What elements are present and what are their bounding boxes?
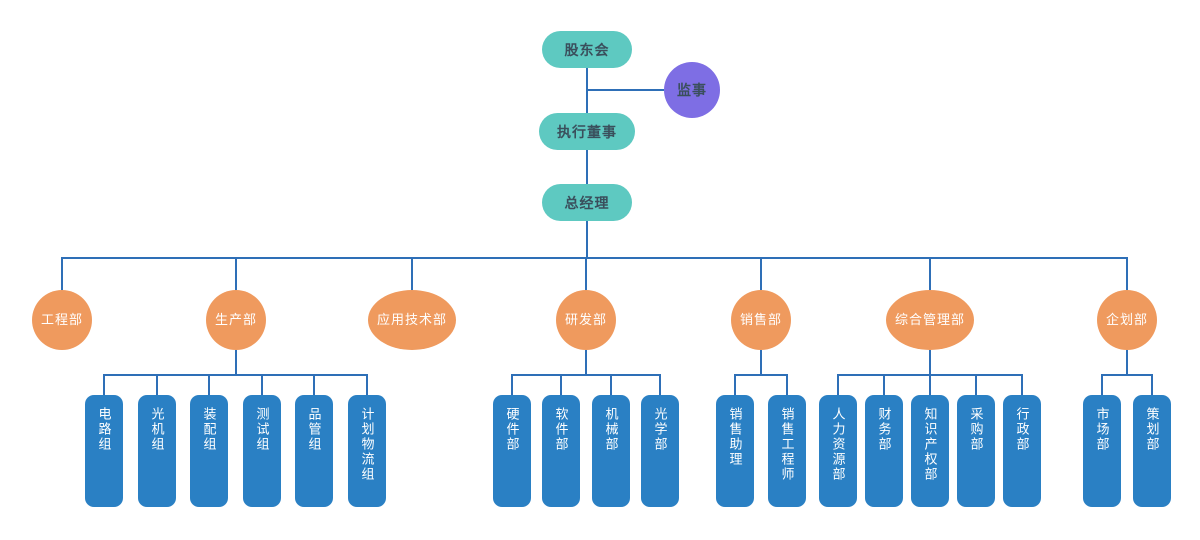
connector-line	[760, 257, 762, 290]
connector-line	[235, 350, 237, 374]
node-label: 销售部	[739, 311, 782, 327]
node-dept-rnd: 研发部	[556, 290, 616, 350]
node-shareholders-meeting: 股东会	[542, 31, 632, 68]
node-label: 行政部	[1014, 407, 1030, 452]
connector-line	[1151, 374, 1153, 395]
connector-line	[313, 374, 315, 395]
connector-line	[837, 374, 839, 395]
node-label: 综合管理部	[894, 311, 965, 327]
node-label: 计划物流组	[359, 407, 375, 482]
node-group-circuit: 电路组	[85, 395, 123, 507]
connector-line	[61, 257, 63, 290]
node-label: 销售助理	[727, 407, 743, 467]
node-dept-hardware: 硬件部	[493, 395, 531, 507]
connector-line	[610, 374, 612, 395]
node-dept-strategy: 策划部	[1133, 395, 1171, 507]
node-role-sales-engineer: 销售工程师	[768, 395, 806, 507]
connector-line	[103, 374, 368, 376]
node-dept-production: 生产部	[206, 290, 266, 350]
node-label: 测试组	[254, 407, 270, 452]
node-label: 策划部	[1144, 407, 1160, 452]
connector-line	[1126, 257, 1128, 290]
node-dept-engineering: 工程部	[32, 290, 92, 350]
node-dept-mechanical: 机械部	[592, 395, 630, 507]
node-dept-human-resources: 人力资源部	[819, 395, 857, 507]
node-label: 股东会	[564, 41, 610, 58]
node-label: 生产部	[214, 311, 257, 327]
node-general-manager: 总经理	[542, 184, 632, 221]
connector-line	[929, 350, 931, 374]
connector-line	[511, 374, 513, 395]
connector-line	[659, 374, 661, 395]
connector-line	[760, 350, 762, 374]
node-label: 人力资源部	[830, 407, 846, 482]
node-label: 财务部	[876, 407, 892, 452]
connector-line	[929, 257, 931, 290]
node-label: 机械部	[603, 407, 619, 452]
node-label: 工程部	[40, 311, 83, 327]
node-dept-general-management: 综合管理部	[886, 290, 974, 350]
connector-line	[929, 374, 931, 395]
node-label: 装配组	[201, 407, 217, 452]
connector-line	[411, 257, 413, 290]
node-label: 品管组	[306, 407, 322, 452]
connector-line	[786, 374, 788, 395]
node-dept-optics: 光学部	[641, 395, 679, 507]
node-dept-procurement: 采购部	[957, 395, 995, 507]
node-label: 采购部	[968, 407, 984, 452]
node-group-optical-machine: 光机组	[138, 395, 176, 507]
node-label: 光机组	[149, 407, 165, 452]
node-label: 企划部	[1105, 311, 1148, 327]
connector-line	[1101, 374, 1103, 395]
connector-line	[366, 374, 368, 395]
connector-line	[1126, 350, 1128, 374]
node-dept-software: 软件部	[542, 395, 580, 507]
node-dept-sales: 销售部	[731, 290, 791, 350]
connector-line	[103, 374, 105, 395]
node-group-planning-logistics: 计划物流组	[348, 395, 386, 507]
node-group-testing: 测试组	[243, 395, 281, 507]
connector-line	[734, 374, 788, 376]
connector-line	[61, 257, 1128, 259]
connector-line	[261, 374, 263, 395]
node-label: 应用技术部	[376, 311, 447, 327]
connector-line	[208, 374, 210, 395]
node-executive-director: 执行董事	[539, 113, 635, 150]
node-dept-administration: 行政部	[1003, 395, 1041, 507]
node-group-assembly: 装配组	[190, 395, 228, 507]
node-dept-intellectual-property: 知识产权部	[911, 395, 949, 507]
connector-line	[1101, 374, 1153, 376]
node-label: 销售工程师	[779, 407, 795, 482]
node-dept-applied-technology: 应用技术部	[368, 290, 456, 350]
node-label: 监事	[677, 82, 707, 98]
connector-line	[586, 221, 588, 257]
connector-line	[734, 374, 736, 395]
node-dept-marketing: 市场部	[1083, 395, 1121, 507]
node-label: 硬件部	[504, 407, 520, 452]
connector-line	[586, 150, 588, 184]
node-label: 研发部	[564, 311, 607, 327]
connector-line	[1021, 374, 1023, 395]
node-label: 知识产权部	[922, 407, 938, 482]
node-label: 电路组	[96, 407, 112, 452]
connector-line	[975, 374, 977, 395]
node-dept-planning: 企划部	[1097, 290, 1157, 350]
node-label: 软件部	[553, 407, 569, 452]
node-role-sales-assistant: 销售助理	[716, 395, 754, 507]
node-label: 市场部	[1094, 407, 1110, 452]
node-group-quality-control: 品管组	[295, 395, 333, 507]
node-supervisor: 监事	[664, 62, 720, 118]
connector-line	[511, 374, 661, 376]
node-label: 总经理	[564, 194, 610, 211]
connector-line	[585, 257, 587, 290]
connector-line	[560, 374, 562, 395]
connector-line	[587, 89, 664, 91]
node-label: 光学部	[652, 407, 668, 452]
connector-line	[235, 257, 237, 290]
connector-line	[883, 374, 885, 395]
node-label: 执行董事	[557, 123, 617, 140]
connector-line	[585, 350, 587, 374]
node-dept-finance: 财务部	[865, 395, 903, 507]
connector-line	[156, 374, 158, 395]
